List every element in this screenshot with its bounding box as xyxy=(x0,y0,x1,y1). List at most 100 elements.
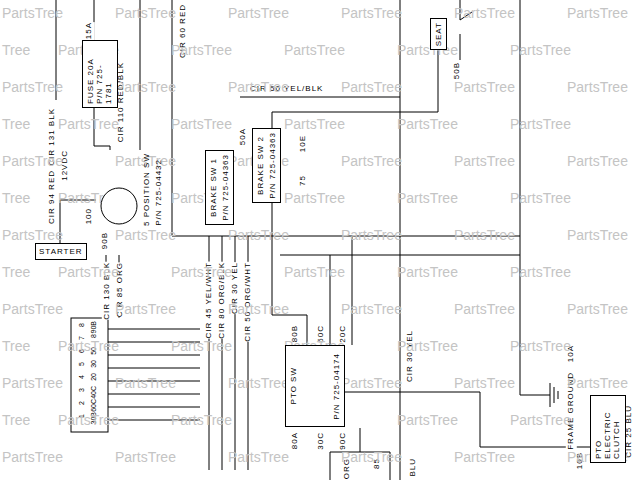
watermark: PartsTree xyxy=(115,448,176,466)
watermark: PartsTree xyxy=(341,4,402,22)
component-box: FUSE 20A P/N 725-1781 xyxy=(82,40,118,108)
watermark: PartsTree xyxy=(284,189,345,207)
wire xyxy=(360,428,361,452)
wire-label: 10E xyxy=(298,135,309,152)
watermark: PartsTree xyxy=(341,300,402,318)
ground-symbol xyxy=(554,387,555,403)
wire-label: 20 xyxy=(89,373,99,381)
wire xyxy=(345,392,590,447)
component-label: 5 POSITION SW xyxy=(142,153,151,226)
watermark: PartsTree xyxy=(341,152,402,170)
watermark: PartsTree xyxy=(115,78,176,96)
watermark: PartsTree xyxy=(2,226,63,244)
watermark: PartsTree xyxy=(567,374,628,392)
watermark: PartsTree xyxy=(171,411,232,429)
watermark: Tree xyxy=(2,41,30,59)
wire-label: 30C xyxy=(316,432,327,450)
switch-circle xyxy=(101,188,137,224)
watermark: Tree xyxy=(2,337,30,355)
wire-label: 50A xyxy=(238,128,249,145)
watermark: PartsTree xyxy=(171,115,232,133)
watermark: PartsTree xyxy=(2,300,63,318)
watermark: Tree xyxy=(2,189,30,207)
wire-label: 40C xyxy=(89,386,99,399)
watermark: PartsTree xyxy=(284,263,345,281)
wire-label: 3 xyxy=(77,388,87,392)
wire xyxy=(240,97,400,98)
switch-circle xyxy=(99,186,139,226)
watermark: PartsTree xyxy=(510,189,571,207)
component-box: SEAT xyxy=(430,18,447,50)
component-label: P/N 725-04363 xyxy=(221,154,230,221)
wire xyxy=(140,0,141,150)
watermark: Tree xyxy=(2,263,30,281)
wire xyxy=(108,355,200,356)
watermark: PartsTree xyxy=(2,4,63,22)
watermark: PartsTree xyxy=(397,115,458,133)
watermark: PartsTree xyxy=(454,226,515,244)
watermark: PartsTree xyxy=(454,448,515,466)
watermark: PartsTree xyxy=(115,226,176,244)
wire-label: 60C xyxy=(89,399,99,412)
watermark: PartsTree xyxy=(567,226,628,244)
wire xyxy=(108,329,200,330)
wire-label: CIR 94 RED xyxy=(47,170,58,224)
wire xyxy=(460,34,461,60)
wire-label: 80A xyxy=(290,432,301,449)
ground-symbol xyxy=(558,391,559,399)
watermark: PartsTree xyxy=(510,411,571,429)
watermark: PartsTree xyxy=(510,337,571,355)
watermark: PartsTree xyxy=(510,115,571,133)
ignition-switch: 5 POSITION SWP/N 725-04432 xyxy=(96,150,166,229)
wire-label: CIR 30 YEL xyxy=(405,330,416,382)
watermark: PartsTree xyxy=(454,152,515,170)
watermark: PartsTree xyxy=(58,411,119,429)
component-label: P/N 725-04174 xyxy=(332,353,341,420)
wire-label: 50B xyxy=(452,62,463,79)
component-label: PTO ELECTRIC CLUTCH xyxy=(594,399,622,459)
wire-label: 30 xyxy=(89,360,99,368)
wire xyxy=(280,255,520,256)
watermark: PartsTree xyxy=(454,78,515,96)
component-box: PTO SW P/N 725-04174 xyxy=(285,345,345,427)
wire xyxy=(108,394,200,395)
watermark: PartsTree xyxy=(341,226,402,244)
component-box: BRAKE SW 2P/N 725-04363 xyxy=(252,128,281,203)
component-label: FUSE 20A P/N 725-1781 xyxy=(86,44,114,104)
watermark: PartsTree xyxy=(397,263,458,281)
watermark: PartsTree xyxy=(341,78,402,96)
watermark: Tree xyxy=(2,411,30,429)
watermark: PartsTree xyxy=(171,41,232,59)
watermark: PartsTree xyxy=(58,263,119,281)
watermark: PartsTree xyxy=(2,78,63,96)
ground-symbol xyxy=(550,383,551,407)
watermark: PartsTree xyxy=(510,263,571,281)
wire-label: 4 xyxy=(77,375,87,379)
wire-label: 5 xyxy=(77,362,87,366)
watermark: PartsTree xyxy=(58,115,119,133)
watermark: PartsTree xyxy=(115,300,176,318)
watermark: PartsTree xyxy=(228,448,289,466)
wire-label: 90B xyxy=(100,232,111,249)
watermark: PartsTree xyxy=(115,374,176,392)
wire-label: 75 xyxy=(298,175,309,186)
watermark: PartsTree xyxy=(567,300,628,318)
watermark: PartsTree xyxy=(228,4,289,22)
watermark: Tree xyxy=(2,115,30,133)
watermark: PartsTree xyxy=(228,374,289,392)
watermark: PartsTree xyxy=(510,41,571,59)
component-label: P/N 725-04432 xyxy=(154,159,163,226)
watermark: PartsTree xyxy=(228,78,289,96)
wire-label: 100 xyxy=(84,208,95,224)
watermark: PartsTree xyxy=(171,337,232,355)
watermark: PartsTree xyxy=(567,78,628,96)
component-label: PTO SW xyxy=(289,367,298,404)
watermark: PartsTree xyxy=(284,115,345,133)
component-box: STARTER xyxy=(35,243,87,260)
watermark: PartsTree xyxy=(567,152,628,170)
wire xyxy=(352,236,353,345)
watermark: PartsTree xyxy=(115,4,176,22)
component-label: SEAT xyxy=(434,22,443,46)
